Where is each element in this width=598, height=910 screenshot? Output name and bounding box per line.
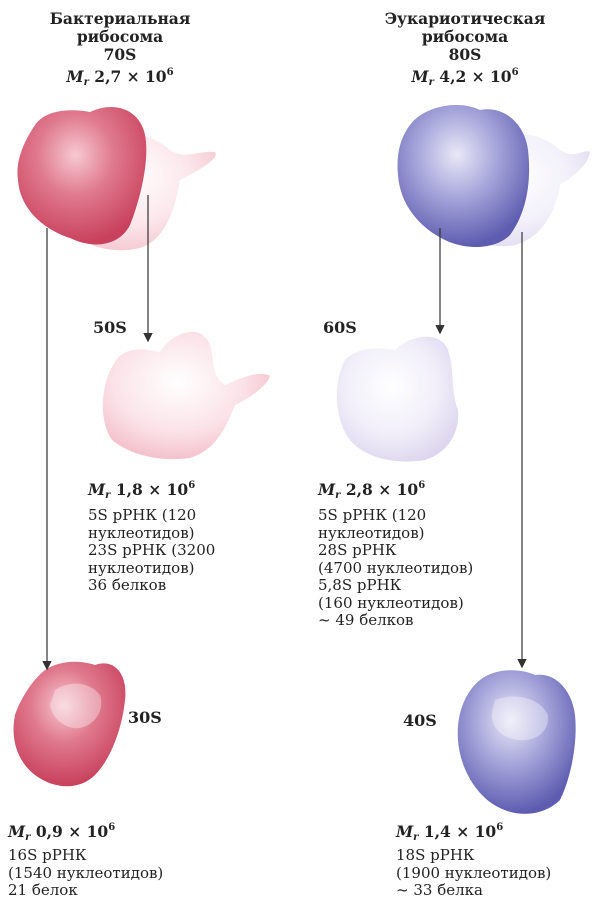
composition-line: ~ 49 белков xyxy=(318,612,473,630)
subunit-60s-composition: 5S рРНК (120 нуклеотидов) 28S рРНК (4700… xyxy=(318,507,473,630)
composition-line: 28S рРНК xyxy=(318,542,473,560)
subunit-40s-mass: Mr 1,4 × 106 xyxy=(396,822,551,843)
eukaryotic-title-line1: Эукариотическая xyxy=(352,10,578,28)
composition-line: 21 белок xyxy=(8,882,163,900)
label-60s: 60S xyxy=(323,318,357,337)
subunit-40s-composition: 18S рРНК (1900 нуклеотидов) ~ 33 белка xyxy=(396,847,551,900)
composition-line: 23S рРНК (3200 xyxy=(88,542,215,560)
composition-line: нуклеотидов) xyxy=(88,525,215,543)
composition-line: (160 нуклеотидов) xyxy=(318,595,473,613)
subunit-50s-info: Mr 1,8 × 106 5S рРНК (120 нуклеотидов) 2… xyxy=(88,480,215,595)
subunit-30s-info: Mr 0,9 × 106 16S рРНК (1540 нуклеотидов)… xyxy=(8,822,163,900)
subunit-30s-composition: 16S рРНК (1540 нуклеотидов) 21 белок xyxy=(8,847,163,900)
composition-line: нуклеотидов) xyxy=(88,560,215,578)
composition-line: (1900 нуклеотидов) xyxy=(396,865,551,883)
composition-line: 5S рРНК (120 xyxy=(318,507,473,525)
bacterial-mass: Mr 2,7 × 106 xyxy=(20,64,220,92)
subunit-60s-shape xyxy=(337,337,458,462)
composition-line: 36 белков xyxy=(88,577,215,595)
subunit-50s-composition: 5S рРНК (120 нуклеотидов) 23S рРНК (3200… xyxy=(88,507,215,595)
eukaryotic-mass: Mr 4,2 × 106 xyxy=(352,64,578,92)
subunit-40s-shape xyxy=(458,670,576,814)
subunit-50s-shape xyxy=(103,332,270,459)
bacterial-ribosome-title: Бактериальная рибосома 70S Mr 2,7 × 106 xyxy=(20,10,220,92)
label-50s: 50S xyxy=(93,318,127,337)
subunit-50s-mass: Mr 1,8 × 106 xyxy=(88,480,215,501)
subunit-30s-mass: Mr 0,9 × 106 xyxy=(8,822,163,843)
bacterial-title-line2: рибосома xyxy=(20,28,220,46)
label-40s: 40S xyxy=(403,711,437,730)
eukaryotic-s-value: 80S xyxy=(352,46,578,64)
bacterial-title-line1: Бактериальная xyxy=(20,10,220,28)
subunit-60s-info: Mr 2,8 × 106 5S рРНК (120 нуклеотидов) 2… xyxy=(318,480,473,630)
subunit-60s-mass: Mr 2,8 × 106 xyxy=(318,480,473,501)
composition-line: 5S рРНК (120 xyxy=(88,507,215,525)
composition-line: (1540 нуклеотидов) xyxy=(8,865,163,883)
eukaryotic-ribosome-title: Эукариотическая рибосома 80S Mr 4,2 × 10… xyxy=(352,10,578,92)
composition-line: 18S рРНК xyxy=(396,847,551,865)
eukaryotic-title-line2: рибосома xyxy=(352,28,578,46)
composition-line: 16S рРНК xyxy=(8,847,163,865)
subunit-30s-shape xyxy=(14,662,126,787)
ribosome-80s-shape xyxy=(398,105,591,247)
subunit-40s-info: Mr 1,4 × 106 18S рРНК (1900 нуклеотидов)… xyxy=(396,822,551,900)
composition-line: 5,8S рРНК xyxy=(318,577,473,595)
composition-line: ~ 33 белка xyxy=(396,882,551,900)
bacterial-s-value: 70S xyxy=(20,46,220,64)
composition-line: нуклеотидов) xyxy=(318,525,473,543)
composition-line: (4700 нуклеотидов) xyxy=(318,560,473,578)
label-30s: 30S xyxy=(128,708,162,727)
